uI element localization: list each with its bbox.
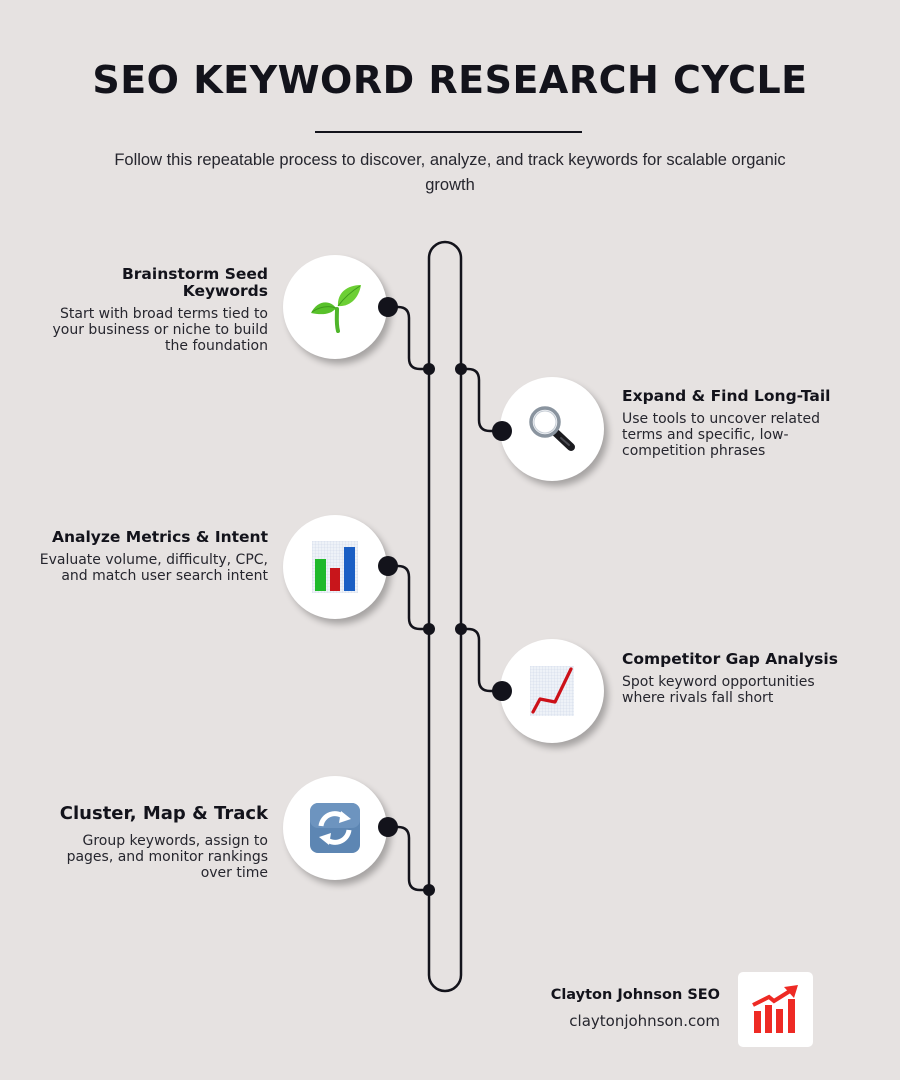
magnifying-glass-icon — [529, 406, 575, 451]
title-divider — [315, 131, 582, 133]
step-2-anchor-dot — [492, 421, 512, 441]
step-4-text: Competitor Gap Analysis Spot keyword opp… — [622, 650, 847, 707]
step-4-node — [500, 639, 604, 743]
step-2-text: Expand & Find Long-Tail Use tools to unc… — [622, 387, 847, 460]
refresh-arrows-icon — [310, 803, 360, 853]
step-1-node — [283, 255, 387, 359]
step-1-text: Brainstorm Seed Keywords Start with broa… — [38, 265, 269, 355]
step-4-description: Spot keyword opportunities where rivals … — [622, 674, 815, 706]
page-title: SEO KEYWORD RESEARCH CYCLE — [92, 58, 808, 102]
step-4-anchor-dot — [492, 681, 512, 701]
step-5-node — [283, 776, 387, 880]
step-1-anchor-dot — [378, 297, 398, 317]
trending-up-chart-icon — [530, 666, 574, 716]
step-5-title: Cluster, Map & Track — [59, 803, 268, 824]
step-2-description: Use tools to uncover related terms and s… — [622, 411, 820, 459]
step-2-node — [500, 377, 604, 481]
step-3-text: Analyze Metrics & Intent Evaluate volume… — [38, 528, 268, 585]
step-4-title: Competitor Gap Analysis — [622, 650, 838, 668]
seedling-icon — [311, 285, 361, 333]
brand-logo — [738, 972, 813, 1047]
step-1-description: Start with broad terms tied to your busi… — [52, 306, 269, 354]
brand-name: Clayton Johnson SEO — [550, 987, 720, 1003]
step-5-text: Cluster, Map & Track Group keywords, ass… — [38, 803, 268, 882]
step-1-title: Brainstorm Seed Keywords — [121, 265, 268, 300]
page-subtitle: Follow this repeatable process to discov… — [114, 151, 786, 194]
step-2-title: Expand & Find Long-Tail — [622, 387, 831, 405]
step-5-anchor-dot — [378, 817, 398, 837]
bar-chart-icon — [312, 541, 358, 593]
step-3-description: Evaluate volume, difficulty, CPC, and ma… — [39, 552, 268, 584]
step-5-description: Group keywords, assign to pages, and mon… — [66, 833, 268, 881]
brand-url[interactable]: claytonjohnson.com — [569, 1012, 720, 1030]
step-3-title: Analyze Metrics & Intent — [51, 528, 268, 546]
step-3-node — [283, 515, 387, 619]
growth-chart-logo-icon — [751, 984, 798, 1033]
step-3-anchor-dot — [378, 556, 398, 576]
